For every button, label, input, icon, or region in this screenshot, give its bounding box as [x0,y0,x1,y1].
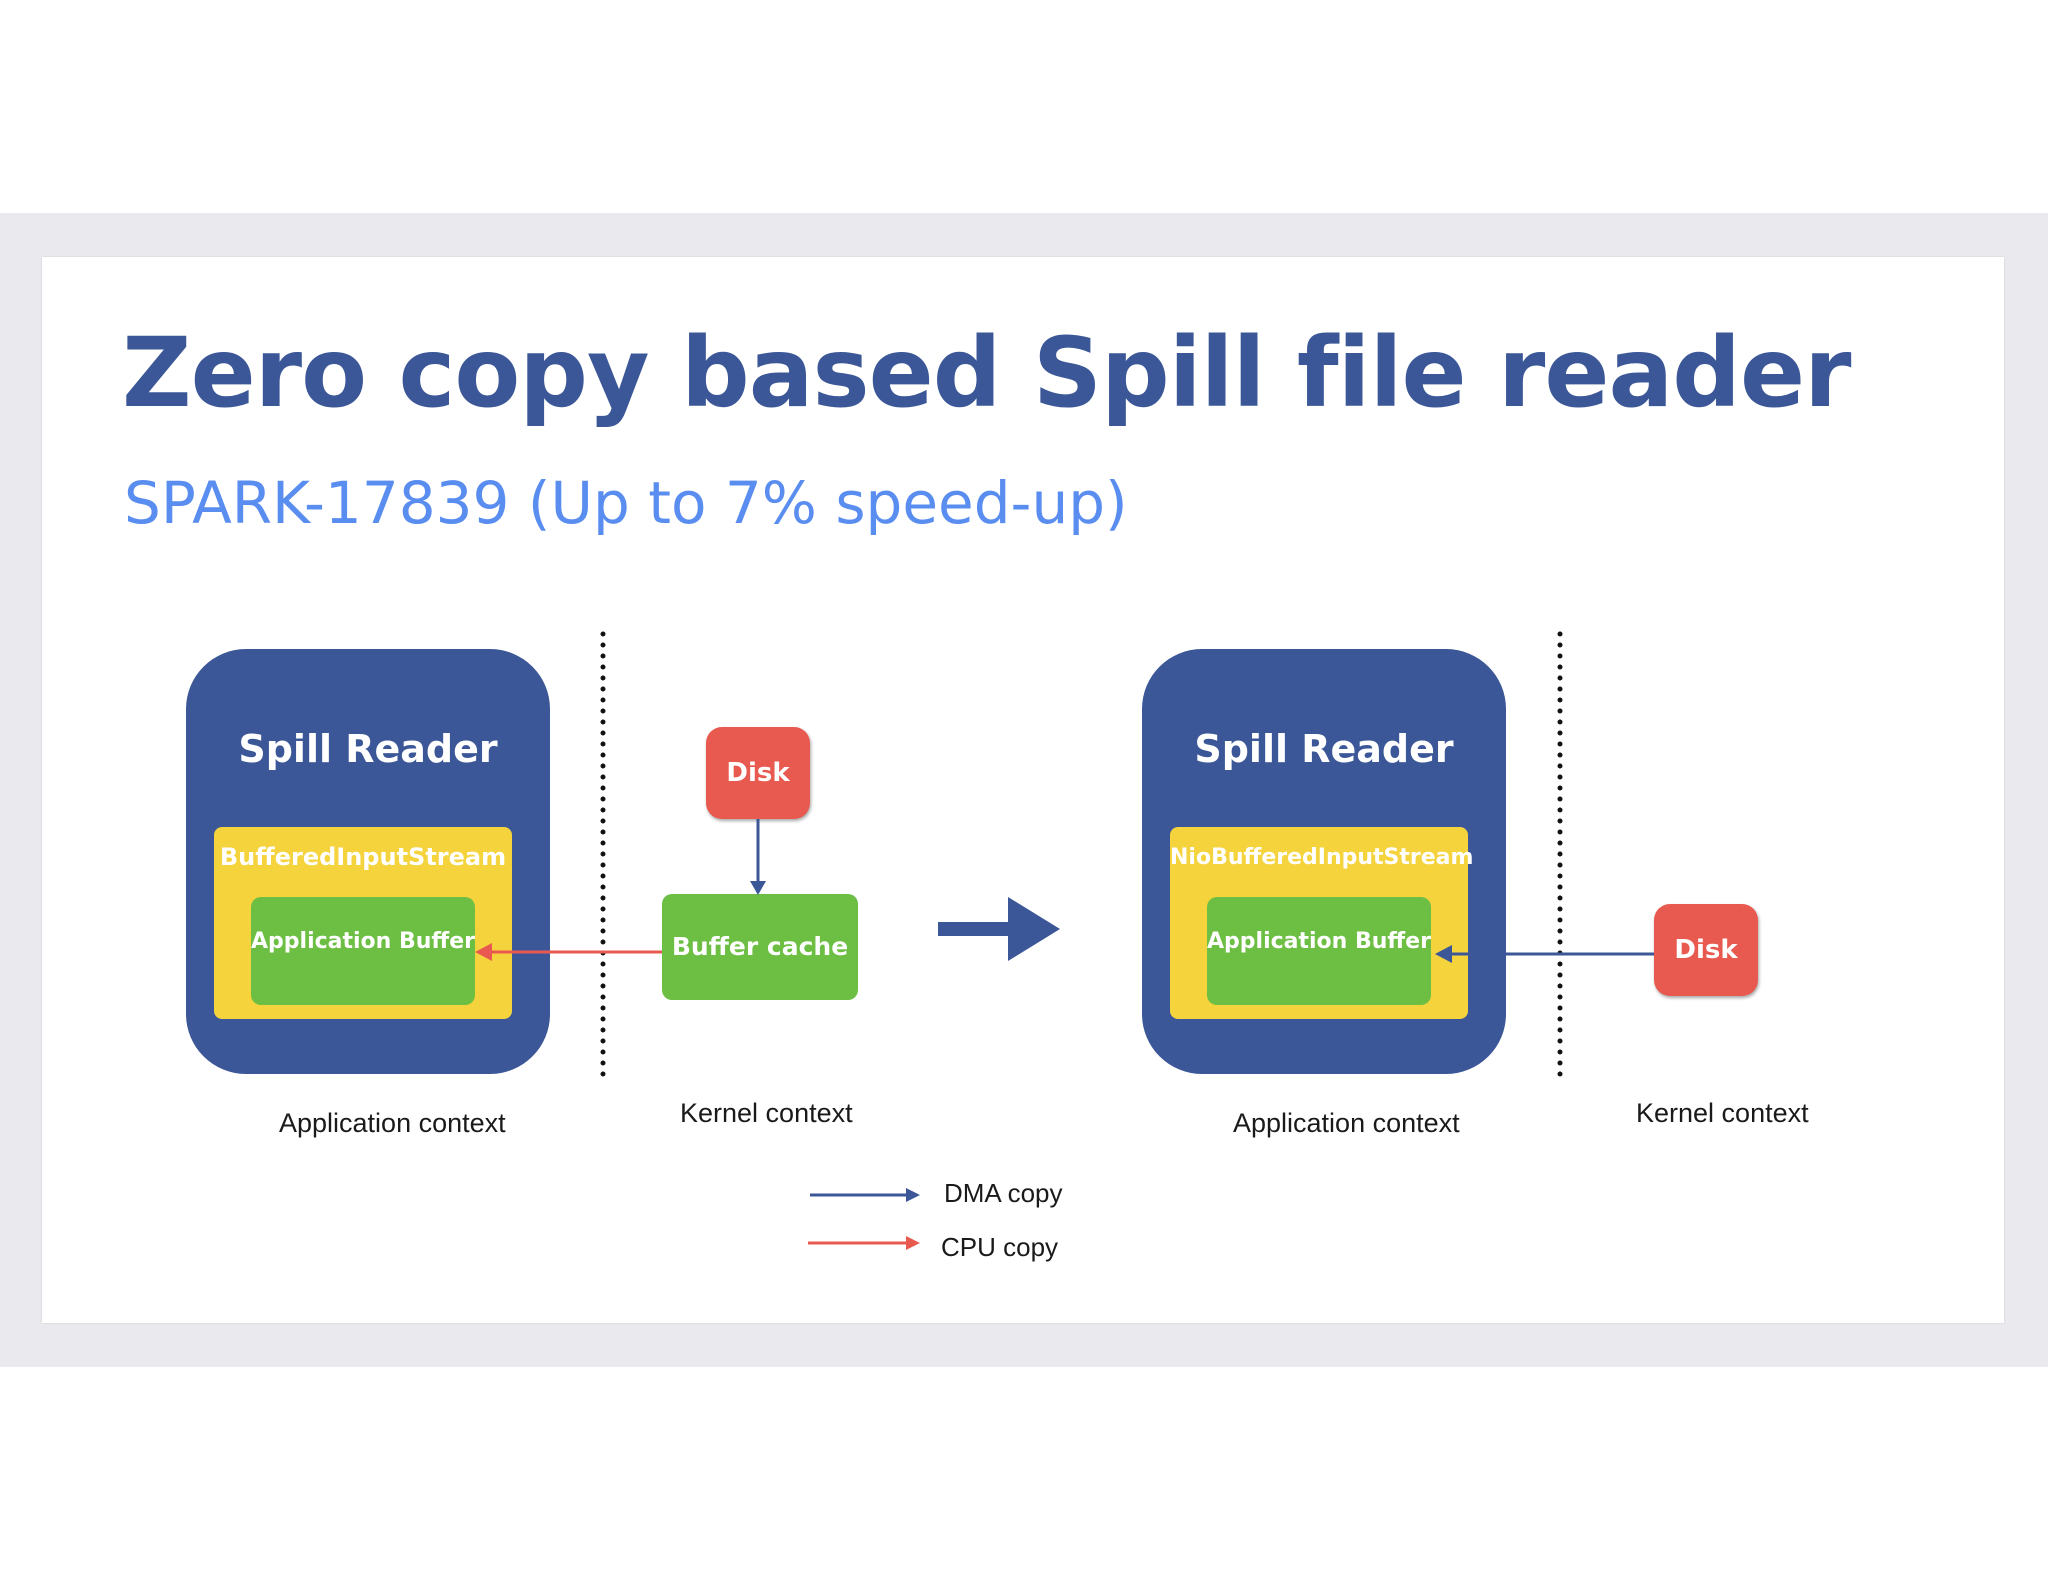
transition-arrow [938,897,1060,961]
left-disk-box: Disk [706,727,810,819]
connectors-layer [475,631,1654,1250]
right-application-buffer-box: Application Buffer [1207,897,1431,1005]
right-spill-reader-title: Spill Reader [1194,727,1454,771]
legend-cpu-label: CPU copy [941,1232,1059,1262]
buffer-cache-box: Buffer cache [662,894,858,1000]
right-application-buffer-label: Application Buffer [1207,929,1432,954]
right-nio-buffered-input-stream-label: NioBufferedInputStream [1170,845,1474,870]
slide: Zero copy based Spill file reader SPARK-… [42,257,2004,1323]
slide-subtitle: SPARK-17839 (Up to 7% speed-up) [124,469,1128,537]
right-disk-box: Disk [1654,904,1758,996]
left-spill-reader-title: Spill Reader [238,727,498,771]
left-buffered-input-stream-label: BufferedInputStream [219,843,507,871]
legend-cpu-arrow [808,1236,920,1250]
left-disk-label: Disk [726,758,790,788]
buffer-cache-label: Buffer cache [671,932,849,961]
left-application-context-label: Application context [279,1108,506,1138]
right-application-context-label: Application context [1233,1108,1460,1138]
buffer-cache-to-app-buffer-arrow [475,943,662,961]
legend-dma-arrow [810,1188,920,1202]
right-kernel-context-label: Kernel context [1636,1098,1809,1128]
slide-title: Zero copy based Spill file reader [122,317,1851,429]
right-nio-buffered-input-stream-box: NioBufferedInputStream Application Buffe… [1170,827,1474,1019]
left-kernel-context-label: Kernel context [680,1098,853,1128]
left-buffered-input-stream-box: BufferedInputStream Application Buffer [214,827,512,1019]
legend-dma-label: DMA copy [944,1178,1063,1208]
left-application-buffer-box: Application Buffer [251,897,475,1005]
right-disk-label: Disk [1674,935,1738,965]
disk-to-buffer-cache-arrow [750,819,766,895]
left-application-buffer-label: Application Buffer [251,929,476,954]
disk-to-app-buffer-arrow [1435,945,1654,963]
right-spill-reader-box: Spill Reader NioBufferedInputStream Appl… [1142,649,1506,1074]
left-spill-reader-box: Spill Reader BufferedInputStream Applica… [186,649,550,1074]
